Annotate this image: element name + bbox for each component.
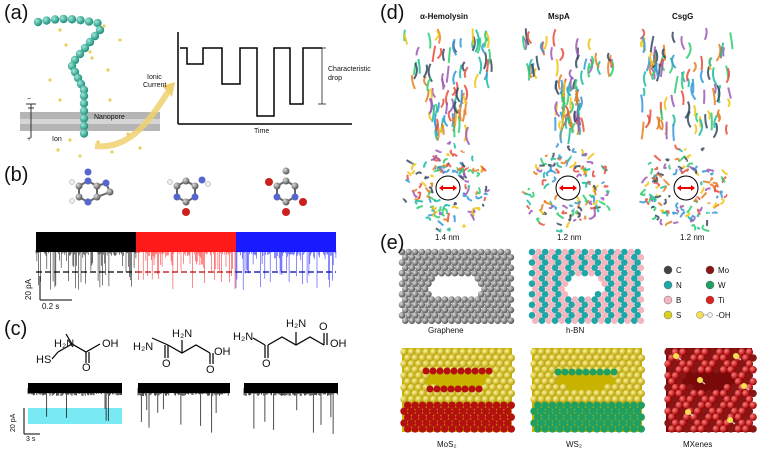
title-hemolysin: α-Hemolysin [420, 12, 469, 21]
panel-e-legend [663, 265, 715, 320]
legend-b: B [676, 296, 682, 305]
panel-e-lattices [398, 248, 757, 433]
legend-oh: -OH [716, 311, 731, 320]
panel-c-scalebar [23, 408, 40, 435]
asn-nh2-left: H₂N [133, 341, 154, 353]
drop-label: drop [328, 75, 343, 82]
asn-o2: O [206, 364, 215, 376]
gln-oh: OH [330, 338, 347, 350]
label-graphene: Graphene [428, 326, 464, 335]
panel-c-traces [27, 383, 338, 434]
cys-hs: HS [36, 354, 52, 366]
legend-s: S [676, 311, 682, 320]
panel-label-e: (e) [380, 232, 405, 254]
panel-c-structures [51, 332, 328, 364]
title-mspa: MspA [548, 12, 570, 21]
panel-d-pores [402, 27, 734, 233]
ionic-label-2: Current [143, 82, 167, 89]
asn-oh: OH [214, 346, 231, 358]
cys-nh2: H₂N [54, 338, 75, 350]
panel-label-c: (c) [4, 318, 28, 340]
gln-nh2-top: H₂N [286, 318, 307, 330]
panel-b-scalebar [39, 276, 72, 301]
b-scale-y: 20 pA [24, 279, 33, 300]
time-label: Time [254, 128, 270, 135]
ion-label: Ion [52, 136, 62, 143]
panel-c-highlight [28, 408, 122, 424]
panel-label-a: (a) [4, 2, 29, 24]
nanopore-label: Nanopore [94, 114, 125, 121]
label-hbn: h-BN [566, 326, 585, 335]
panel-label-d: (d) [380, 2, 405, 24]
legend-n: N [676, 281, 682, 290]
c-scale-y: 20 pA [10, 413, 17, 432]
gln-o2: O [319, 321, 328, 333]
size-mspa: 1.2 nm [557, 233, 582, 242]
asn-o1: O [162, 358, 171, 370]
panel-label-b: (b) [4, 164, 29, 186]
b-scale-x: 0.2 s [42, 302, 60, 311]
label-mxenes: MXenes [683, 440, 713, 449]
minus-sign: − [27, 96, 32, 103]
panel-b-traces [35, 232, 337, 290]
cys-o: O [82, 362, 91, 374]
label-ws2: WS₂ [566, 440, 582, 449]
cys-oh: OH [102, 338, 119, 350]
panel-b-molecules [69, 167, 307, 216]
characteristic-label: Characteristic [328, 66, 371, 73]
gln-nh2-left: H₂N [233, 331, 254, 343]
c-scale-x: 3 s [26, 436, 36, 443]
plus-sign: + [27, 136, 32, 143]
ionic-label-1: Ionic [147, 74, 162, 81]
size-csgg: 1.2 nm [680, 233, 705, 242]
title-csgg: CsgG [672, 12, 694, 21]
legend-c: C [676, 266, 682, 275]
panel-a-trace [177, 32, 352, 125]
legend-mo: Mo [718, 266, 730, 275]
legend-ti: Ti [718, 296, 725, 305]
asn-nh2-top: H₂N [172, 328, 193, 340]
label-mos2: MoS₂ [437, 440, 457, 449]
gln-o1: O [262, 358, 271, 370]
size-hemolysin: 1.4 nm [435, 233, 460, 242]
legend-w: W [718, 281, 726, 290]
panel-a-schematic [20, 14, 175, 158]
